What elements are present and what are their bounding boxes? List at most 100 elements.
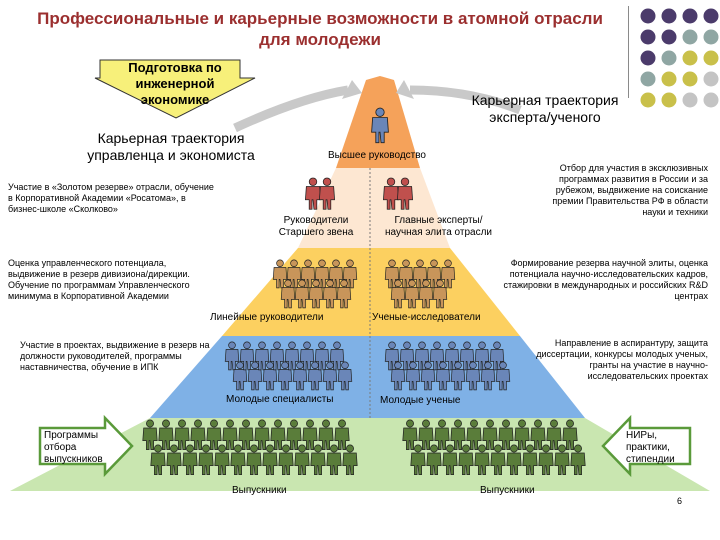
person-icon — [530, 419, 546, 450]
decorative-dot — [682, 29, 698, 45]
person-icon — [390, 279, 406, 309]
label-top-management: Высшее руководство — [328, 150, 426, 161]
person-icon — [334, 419, 350, 450]
person-icon — [514, 419, 530, 450]
person-icon — [286, 419, 302, 450]
decorative-dot — [703, 29, 719, 45]
decorative-dot — [661, 50, 677, 66]
person-icon — [390, 361, 406, 391]
decorative-dot — [640, 8, 656, 24]
decorative-dot — [682, 50, 698, 66]
person-icon — [294, 279, 310, 309]
person-icon — [310, 444, 326, 475]
person-icon — [198, 444, 214, 475]
person-icon — [230, 444, 246, 475]
note-left-3: Участие в проектах, выдвижение в резерв … — [20, 340, 210, 372]
person-icon — [206, 419, 222, 450]
person-icon — [402, 419, 418, 450]
decorative-dot — [640, 71, 656, 87]
person-icon — [474, 444, 490, 475]
decorative-dot — [661, 92, 677, 108]
person-icon — [506, 444, 522, 475]
person-icon — [254, 419, 270, 450]
person-icon — [434, 419, 450, 450]
person-icon — [480, 361, 496, 391]
person-icon — [280, 279, 296, 309]
person-icon — [247, 361, 263, 391]
person-icon — [308, 279, 324, 309]
person-icon — [142, 419, 158, 450]
person-icon — [337, 361, 353, 391]
note-left-1: Участие в «Золотом резерве» отрасли, обу… — [8, 182, 214, 214]
person-icon — [371, 107, 389, 144]
person-icon — [490, 444, 506, 475]
curved-arrow-left — [233, 85, 349, 133]
person-icon — [158, 419, 174, 450]
person-icon — [214, 444, 230, 475]
person-icon — [440, 259, 456, 289]
person-icon — [166, 444, 182, 475]
decorative-dots — [640, 8, 719, 108]
person-icon — [432, 279, 448, 309]
label-young-specialists: Молодые специалисты — [226, 394, 334, 405]
callout-text: Подготовка по инженерной экономике — [128, 60, 222, 107]
label-young-scientists: Молодые ученые — [380, 395, 461, 406]
note-left-2: Оценка управленческого потенциала, выдви… — [8, 258, 190, 301]
person-icon — [426, 444, 442, 475]
person-icon — [302, 419, 318, 450]
person-icon — [262, 361, 278, 391]
track-left-title: Карьерная траектория управленца и эконом… — [87, 130, 255, 163]
person-icon — [442, 444, 458, 475]
person-icon — [495, 361, 511, 391]
person-icon — [322, 279, 338, 309]
person-icon — [546, 419, 562, 450]
person-icon — [498, 419, 514, 450]
note-right-1: Отбор для участия в эксклюзивных програм… — [552, 163, 708, 217]
person-icon — [465, 361, 481, 391]
person-icon — [562, 419, 578, 450]
curved-arrow-right — [409, 85, 522, 115]
decorative-dot — [640, 92, 656, 108]
person-icon — [277, 361, 293, 391]
person-icon — [322, 361, 338, 391]
page-title: Профессиональные и карьерные возможности… — [37, 9, 603, 49]
person-icon — [405, 361, 421, 391]
arrow-left-label: Программы отбора выпускников — [44, 430, 103, 465]
person-icon — [329, 341, 345, 371]
person-icon — [396, 177, 414, 210]
person-icon — [174, 419, 190, 450]
person-icon — [336, 279, 352, 309]
person-icon — [150, 444, 166, 475]
person-icon — [466, 419, 482, 450]
person-icon — [420, 361, 436, 391]
person-icon — [318, 177, 336, 210]
person-icon — [232, 361, 248, 391]
decorative-dot — [703, 50, 719, 66]
person-icon — [314, 341, 330, 371]
person-icon — [269, 341, 285, 371]
label-graduates-left: Выпускники — [232, 485, 287, 496]
page-number: 6 — [676, 496, 682, 506]
person-icon — [435, 361, 451, 391]
person-icon — [404, 279, 420, 309]
person-icon — [284, 341, 300, 371]
person-icon — [458, 444, 474, 475]
callout-box — [94, 59, 256, 119]
label-researchers: Ученые-исследователи — [372, 312, 481, 323]
person-icon — [239, 341, 255, 371]
decorative-dot — [703, 8, 719, 24]
person-icon — [299, 341, 315, 371]
person-icon — [262, 444, 278, 475]
decorative-dot — [682, 92, 698, 108]
person-icon — [278, 444, 294, 475]
decorative-dot — [703, 92, 719, 108]
person-icon — [482, 419, 498, 450]
person-icon — [272, 259, 288, 289]
person-icon — [538, 444, 554, 475]
person-icon — [238, 419, 254, 450]
person-icon — [190, 419, 206, 450]
person-icon — [418, 279, 434, 309]
arrow-left-bottom — [38, 414, 134, 478]
person-icon — [246, 444, 262, 475]
